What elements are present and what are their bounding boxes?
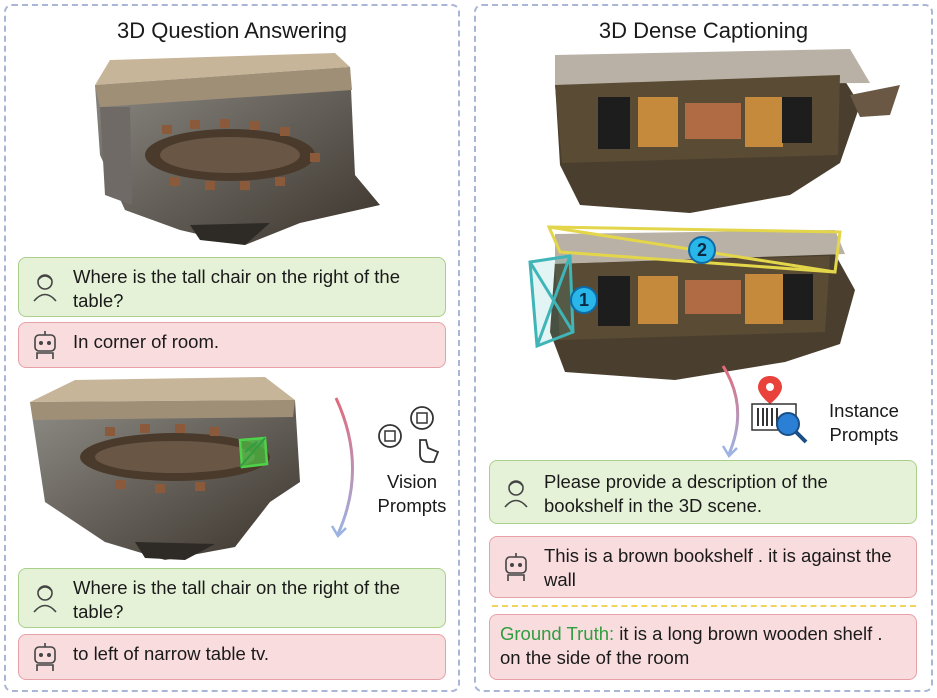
- scene-render-top: [95, 53, 380, 245]
- scene-render-prompted: [30, 377, 300, 560]
- panel-title: 3D Question Answering: [117, 18, 347, 43]
- user-avatar-icon: [504, 480, 528, 508]
- green-bbox: [238, 436, 269, 469]
- answer-bubble: This is a brown bookshelf . it is agains…: [489, 536, 917, 598]
- scene-render-top: [555, 49, 900, 213]
- robot-avatar-icon: [505, 553, 527, 581]
- vision-prompts-line1: Vision: [386, 471, 438, 492]
- flow-arrow-left: [330, 397, 354, 539]
- answer-text: to left of narrow table tv.: [73, 643, 270, 664]
- ground-truth-bubble: Ground Truth: it is a long brown wooden …: [489, 614, 917, 680]
- flow-arrow-right: [721, 365, 740, 459]
- instance-marker-1: 1: [570, 286, 598, 314]
- user-avatar-icon: [33, 274, 57, 302]
- instance-prompts-line1: Instance: [829, 400, 899, 421]
- user-avatar-icon: [33, 585, 57, 613]
- question-text: Please provide a description of the book…: [544, 471, 828, 516]
- divider: [492, 605, 916, 607]
- instance-prompts-icon: [751, 376, 808, 444]
- instance-prompts-line2: Prompts: [829, 424, 899, 445]
- instance-prompts-label: Instance Prompts: [818, 399, 910, 447]
- question-text: Where is the tall chair on the right of …: [73, 266, 401, 311]
- question-bubble-1: Where is the tall chair on the right of …: [18, 257, 446, 317]
- panel-title: 3D Dense Captioning: [598, 18, 809, 43]
- marker-label: 2: [696, 240, 707, 260]
- panel-3d-question-answering: 3D Question Answering: [4, 4, 460, 692]
- answer-text: In corner of room.: [73, 331, 220, 352]
- robot-avatar-icon: [34, 331, 56, 359]
- ground-truth-label: Ground Truth:: [500, 623, 615, 644]
- answer-bubble-1: In corner of room.: [18, 322, 446, 368]
- teal-bbox: [528, 254, 575, 349]
- question-bubble-2: Where is the tall chair on the right of …: [18, 568, 446, 628]
- marker-label: 1: [578, 290, 589, 310]
- magnifier-icon: [776, 412, 808, 444]
- instance-marker-2: 2: [688, 236, 716, 264]
- vision-prompts-icon: [378, 406, 440, 463]
- answer-bubble-2: to left of narrow table tv.: [18, 634, 446, 680]
- robot-avatar-icon: [34, 643, 56, 671]
- question-bubble: Please provide a description of the book…: [489, 460, 917, 524]
- ground-truth-text: it is a long brown wooden shelf . on the…: [500, 623, 883, 668]
- question-text: Where is the tall chair on the right of …: [73, 577, 401, 622]
- location-pin-icon: [758, 376, 782, 404]
- answer-text: This is a brown bookshelf . it is agains…: [544, 545, 892, 590]
- panel-3d-dense-captioning: 3D Dense Captioning: [474, 4, 933, 692]
- vision-prompts-line2: Prompts: [377, 495, 447, 516]
- vision-prompts-label: Vision Prompts: [370, 470, 454, 518]
